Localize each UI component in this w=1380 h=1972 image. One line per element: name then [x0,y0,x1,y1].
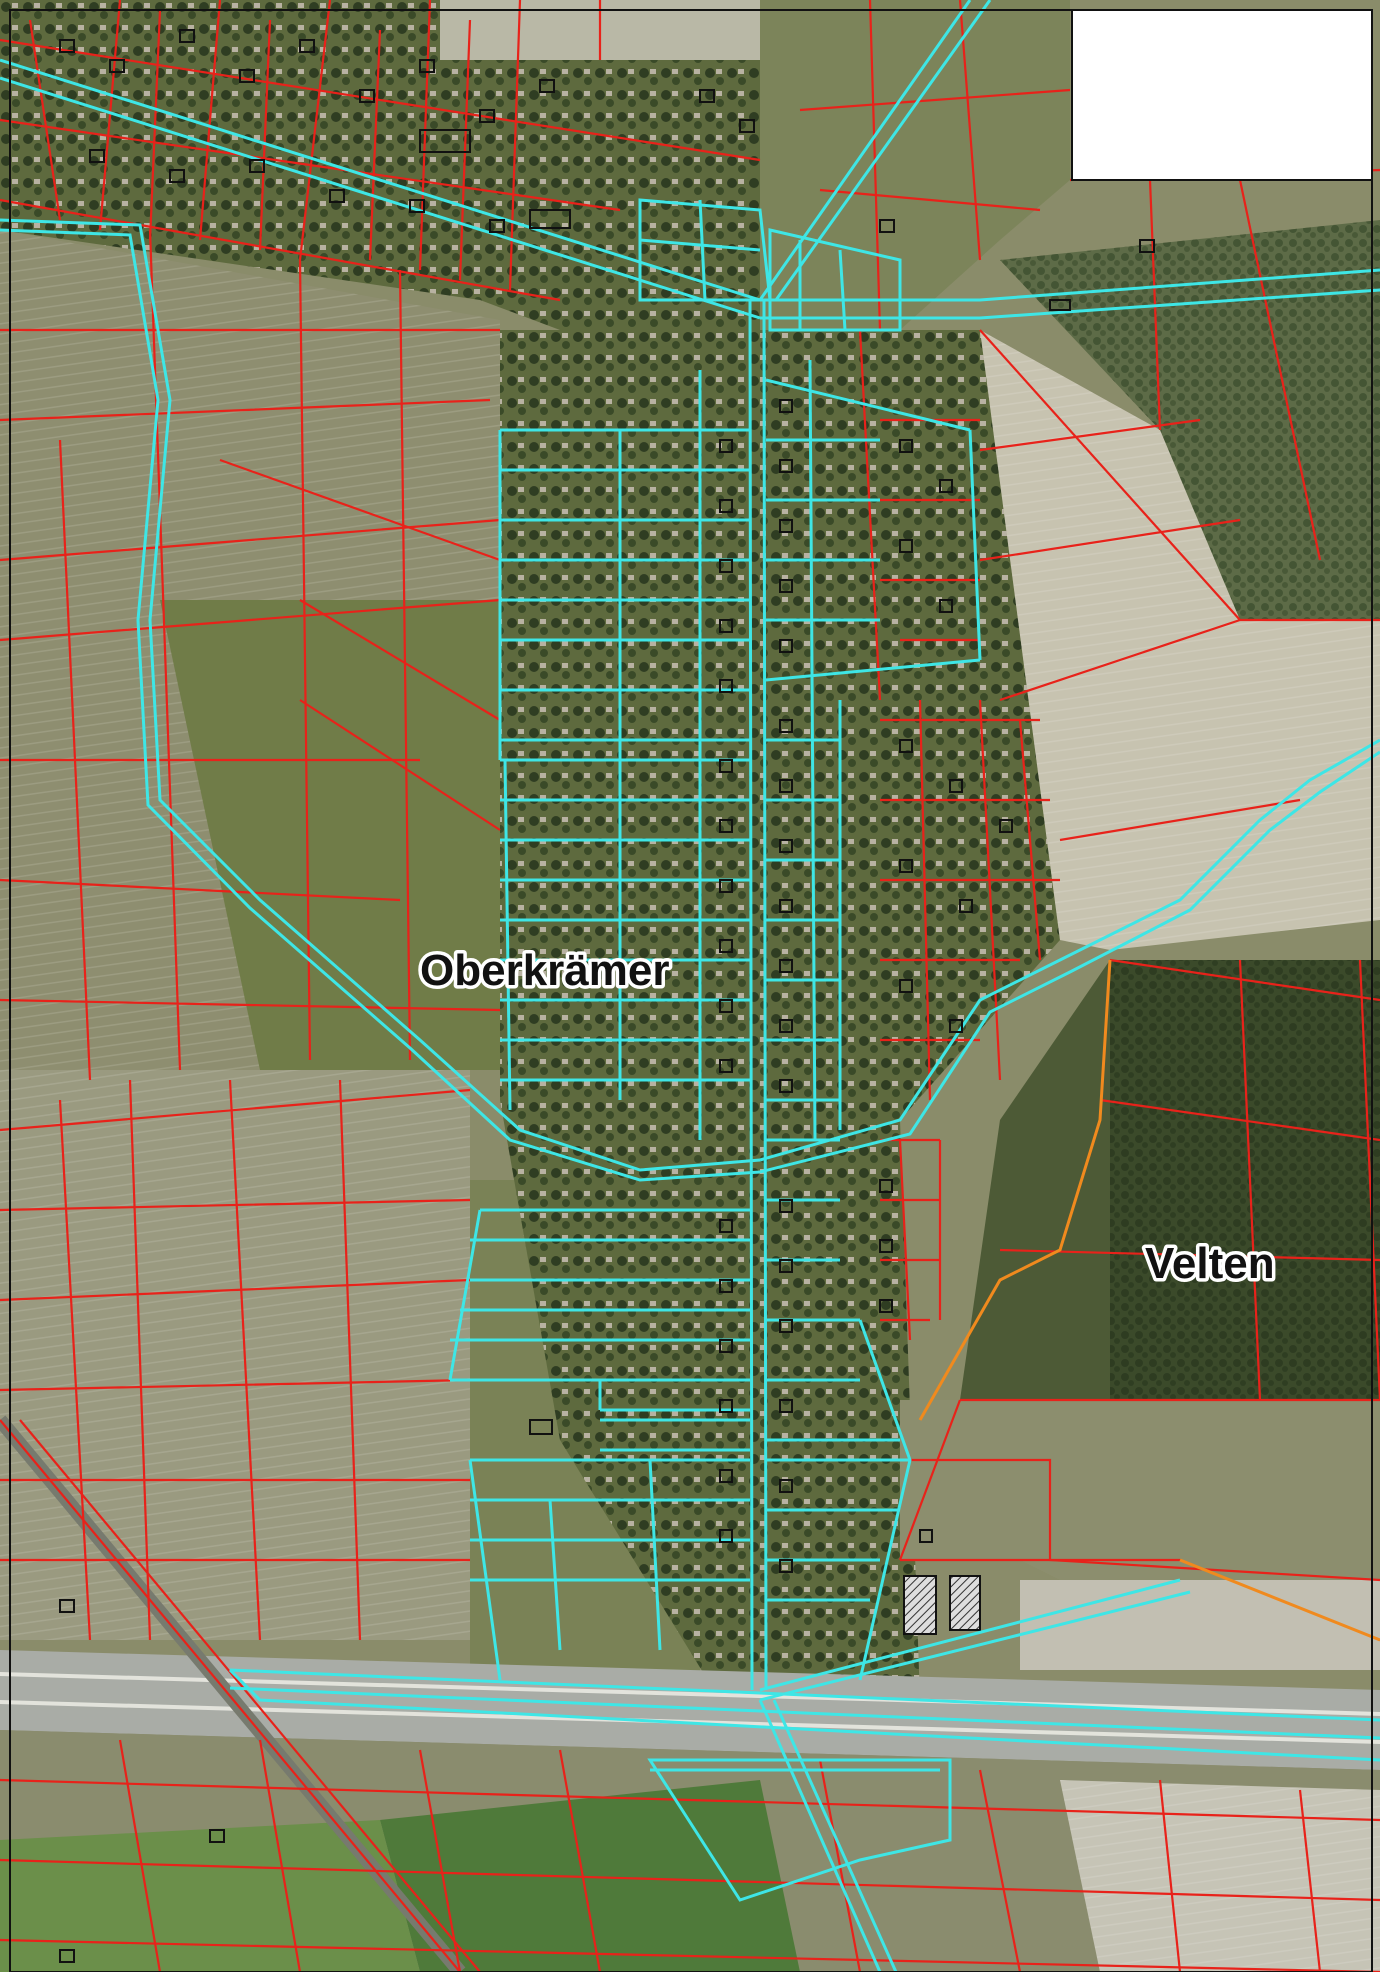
place-label-velten: Velten [1145,1239,1275,1288]
municipal-boundary [918,959,1380,1642]
buildings-layer [59,29,1155,1963]
map-frame [9,9,1373,1972]
place-label-oberkraemer: Oberkrämer [420,946,669,995]
legend-box [1071,9,1373,181]
